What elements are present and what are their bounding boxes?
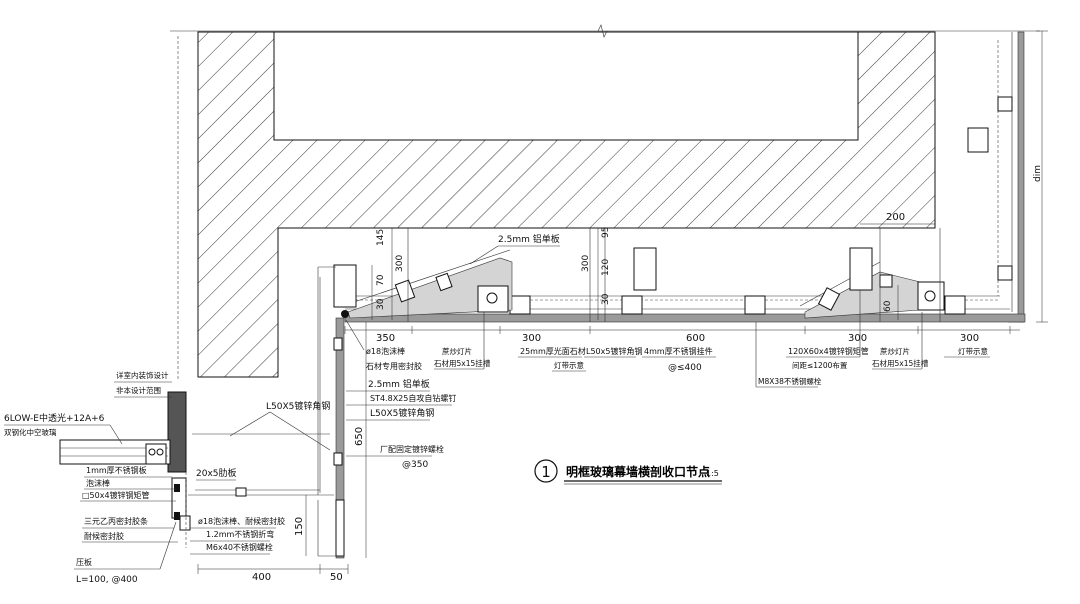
label-epdm: 三元乙丙密封胶条 xyxy=(84,516,148,526)
label-angle-3: L50x5镀锌角钢 xyxy=(586,346,642,356)
title-number: 1 xyxy=(541,463,551,481)
label-stone-25: 25mm厚光面石材 xyxy=(520,346,586,356)
label-exp-spacing: @350 xyxy=(402,460,428,470)
dim-600: 600 xyxy=(686,333,705,344)
concrete-structure xyxy=(197,31,936,378)
dim-50: 50 xyxy=(330,572,343,583)
glass-curtain-wall xyxy=(59,391,191,548)
vertical-cladding xyxy=(188,266,349,559)
right-wall xyxy=(967,30,1048,323)
label-foam18: ø18泡沫棒、耐候密封胶 xyxy=(198,516,285,526)
label-expansion: 厂配固定镀锌螺栓 xyxy=(380,444,444,454)
dim-150: 150 xyxy=(294,517,305,536)
label-glass-2: 双钢化中空玻璃 xyxy=(4,427,57,437)
dim-145: 145 xyxy=(376,229,386,246)
dim-300-d: 300 xyxy=(960,333,979,344)
label-al25: 2.5mm 铝单板 xyxy=(368,378,430,390)
label-ss4: 4mm厚不锈钢挂件 xyxy=(644,346,713,356)
label-stone-seal: 石材专用密封胶 xyxy=(366,361,422,371)
label-pressing: 压板 xyxy=(76,557,92,567)
drawing-title: 1 明框玻璃幕墙横剖收口节点 1:5 xyxy=(534,459,722,485)
label-angle-steel: L50X5镀锌角钢 xyxy=(266,400,330,412)
dimensions: 145 300 70 30 95 300 120 30 60 200 dim 3… xyxy=(197,165,1043,583)
ceiling-panels xyxy=(333,228,1026,323)
dim-350: 350 xyxy=(376,333,395,344)
dim-30-mid: 30 xyxy=(601,293,611,305)
label-st-screw: ST4.8X25自攻自钻螺钉 xyxy=(370,393,456,403)
label-lamp-1: 蔗炒灯片 xyxy=(442,346,472,356)
label-ss-1-2: 1.2mm不锈钢折弯 xyxy=(206,529,274,539)
label-interior-1: 详室内装饰设计 xyxy=(116,370,169,380)
label-aluminum-top: 2.5mm 铝单板 xyxy=(498,233,560,245)
label-stone-clip-1: 石材用5x15挂槽 xyxy=(434,358,491,368)
dim-95: 95 xyxy=(601,227,611,238)
title-scale: 1:5 xyxy=(706,469,719,478)
dim-30: 30 xyxy=(376,298,386,310)
dim-60: 60 xyxy=(883,300,893,312)
label-tube-50x4: □50x4镀锌钢矩管 xyxy=(82,490,150,500)
label-tube-120-spacing: 间距≤1200布置 xyxy=(792,360,848,370)
dim-200: 200 xyxy=(886,212,905,223)
label-m6-bolt: M6x40不锈钢螺栓 xyxy=(206,542,273,552)
dim-300-b: 300 xyxy=(522,333,541,344)
label-steel-plate: 1mm厚不锈钢板 xyxy=(86,465,147,475)
dim-300-mid: 300 xyxy=(581,255,591,272)
label-tube-120: 120X60x4镀锌钢矩管 xyxy=(788,346,869,356)
label-lamp-trough-1: 灯带示意 xyxy=(554,360,584,370)
label-pressing-spec: L=100, @400 xyxy=(76,575,138,585)
label-interior-2: 非本设计范围 xyxy=(116,385,161,395)
dim-300-c: 300 xyxy=(848,333,867,344)
dim-70: 70 xyxy=(376,274,386,286)
label-sealant: 耐候密封胶 xyxy=(84,531,124,541)
dim-400: 400 xyxy=(252,572,271,583)
label-foam: 泡沫棒 xyxy=(86,478,110,488)
label-foam18b: ø18泡沫棒 xyxy=(366,346,405,356)
label-ss4-spacing: @≤400 xyxy=(668,363,702,373)
label-stone-clip-2: 石材用5x15挂槽 xyxy=(872,358,929,368)
title-text: 明框玻璃幕墙横剖收口节点 xyxy=(566,464,710,479)
dim-120: 120 xyxy=(601,259,611,276)
dim-300-left: 300 xyxy=(395,255,405,272)
label-glass: 6LOW-E中透光+12A+6 xyxy=(4,412,105,424)
top-boundary xyxy=(170,24,1040,380)
annotations: 2.5mm 铝单板 详室内装饰设计 非本设计范围 6LOW-E中透光+12A+6… xyxy=(4,233,990,585)
label-m8: M8X38不锈钢螺栓 xyxy=(758,376,822,386)
label-lamp-2: 蔗炒灯片 xyxy=(880,346,910,356)
label-lamp-trough-2: 灯带示意 xyxy=(958,346,988,356)
label-angle-2: L50X5镀锌角钢 xyxy=(370,407,434,419)
dim-right-vertical: dim xyxy=(1033,165,1043,182)
dim-650: 650 xyxy=(354,427,365,446)
label-rib-20x5: 20x5肋板 xyxy=(196,467,237,479)
